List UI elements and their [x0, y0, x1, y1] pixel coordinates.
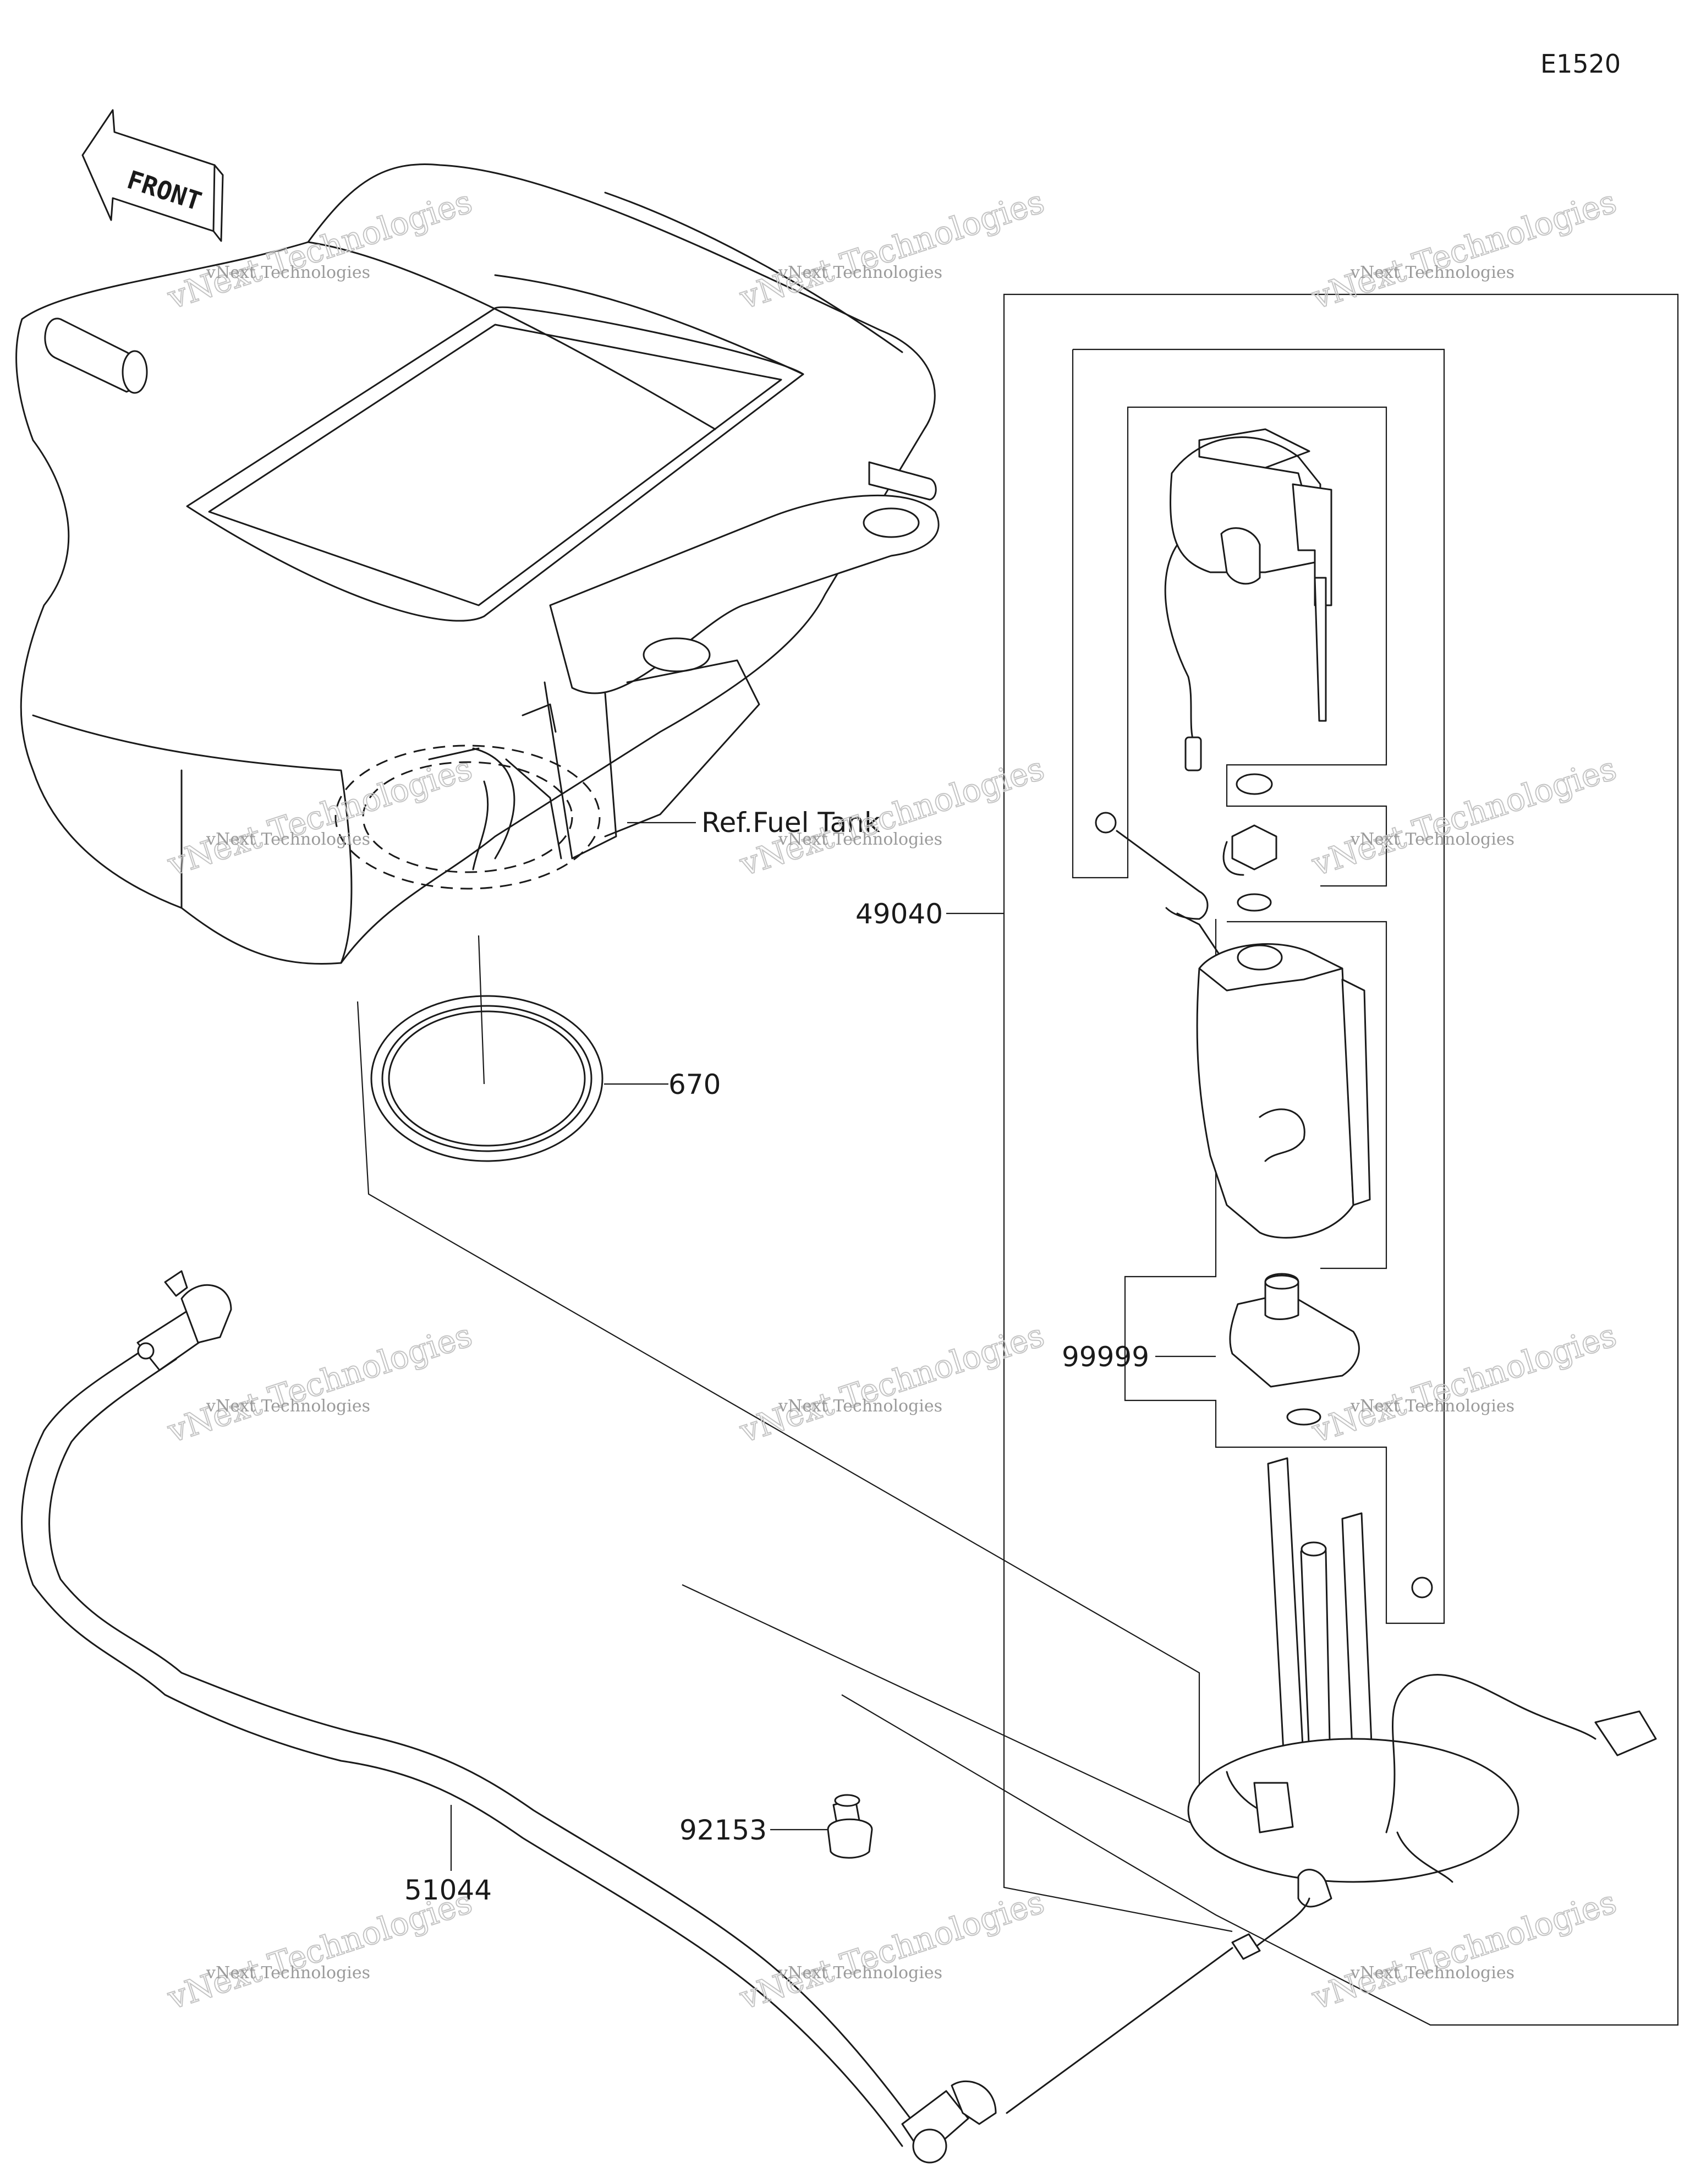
svg-text:vNext Technologies: vNext Technologies [206, 1397, 370, 1416]
svg-text:vNext Technologies: vNext Technologies [163, 1883, 476, 2017]
svg-text:vNext Technologies: vNext Technologies [778, 1963, 942, 1983]
reference-label: Ref.Fuel Tank [701, 807, 880, 839]
watermark: vNext Technologies vNext Technologies [1307, 1882, 1621, 2017]
watermark: vNext Technologies vNext Technologies [734, 1882, 1049, 2017]
svg-text:vNext Technologies: vNext Technologies [1307, 1883, 1621, 2017]
svg-text:vNext Technologies: vNext Technologies [1307, 183, 1621, 316]
part-label-670: 670 [668, 1069, 721, 1101]
svg-text:vNext Technologies: vNext Technologies [206, 1963, 370, 1983]
svg-text:vNext Technologies: vNext Technologies [735, 1316, 1049, 1450]
watermark: vNext Technologies vNext Technologies [1307, 749, 1621, 884]
watermark: vNext Technologies vNext Technologies [734, 1316, 1049, 1450]
svg-text:vNext Technologies: vNext Technologies [1307, 749, 1621, 883]
watermark: vNext Technologies vNext Technologies [162, 1882, 477, 2017]
svg-text:vNext Technologies: vNext Technologies [735, 183, 1049, 316]
svg-text:vNext Technologies: vNext Technologies [1350, 263, 1515, 282]
watermark: vNext Technologies vNext Technologies [1307, 182, 1621, 317]
svg-text:vNext Technologies: vNext Technologies [1350, 1397, 1515, 1416]
svg-text:vNext Technologies: vNext Technologies [778, 830, 942, 849]
svg-text:vNext Technologies: vNext Technologies [1350, 830, 1515, 849]
diagram-code: E1520 [1540, 49, 1621, 79]
svg-text:vNext Technologies: vNext Technologies [206, 263, 370, 282]
svg-text:vNext Technologies: vNext Technologies [206, 830, 370, 849]
part-label-92153: 92153 [679, 1814, 767, 1846]
gasket-part: 670 [370, 935, 721, 1162]
svg-text:vNext Technologies: vNext Technologies [778, 1397, 942, 1416]
front-arrow-icon: FRONT [81, 109, 224, 242]
svg-text:vNext Technologies: vNext Technologies [778, 263, 942, 282]
part-label-51044: 51044 [404, 1874, 492, 1906]
svg-text:vNext Technologies: vNext Technologies [735, 1883, 1049, 2017]
fuel-hose-part: 51044 [21, 1270, 1233, 2164]
part-label-99999: 99999 [1062, 1341, 1149, 1373]
fuel-tank-reference: Ref.Fuel Tank [15, 163, 940, 965]
svg-text:vNext Technologies: vNext Technologies [1350, 1963, 1515, 1983]
fuel-pump-assembly: 49040 99999 [855, 348, 1657, 1960]
bolt-part: 92153 [679, 1794, 873, 1859]
part-label-49040: 49040 [855, 898, 943, 930]
